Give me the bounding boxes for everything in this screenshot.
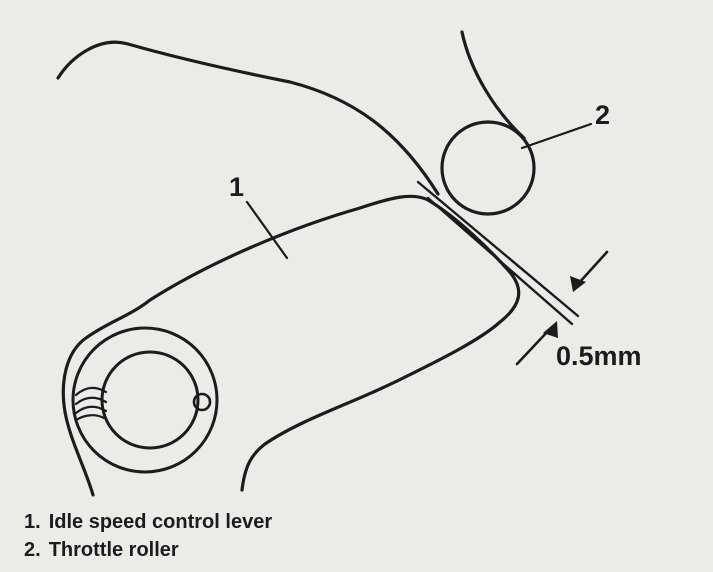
legend-item-number: 1. — [24, 511, 41, 533]
leader-line-roller — [520, 122, 593, 150]
clearance-label: 0.5mm — [556, 341, 642, 371]
legend-item-label: Throttle roller — [48, 539, 179, 561]
callout-number-roller: 2 — [595, 100, 610, 130]
clearance-line-cam-side — [416, 180, 580, 318]
throttle-roller — [440, 120, 536, 216]
throttle-cam-edge — [460, 30, 526, 140]
clearance-line-lever-side — [426, 196, 574, 326]
clearance-arrow-upper — [570, 250, 609, 292]
legend-item-label: Idle speed control lever — [48, 511, 273, 533]
lever-hub-inner — [100, 350, 200, 450]
lever-hub-outer — [71, 326, 219, 474]
legend-item-number: 2. — [24, 539, 41, 561]
idle-speed-control-lever — [61, 194, 521, 497]
lever-spring — [74, 386, 108, 422]
leader-line-lever — [245, 200, 289, 260]
legend: 1. Idle speed control lever 2. Throttle ro… — [24, 508, 272, 564]
lever-hub-notch — [192, 392, 212, 412]
legend-item: 2. Throttle roller — [24, 536, 272, 564]
clearance-arrow-lower — [515, 321, 558, 366]
callout-number-lever: 1 — [229, 172, 244, 202]
throttle-cam-outline — [56, 40, 440, 196]
legend-item: 1. Idle speed control lever — [24, 508, 272, 536]
